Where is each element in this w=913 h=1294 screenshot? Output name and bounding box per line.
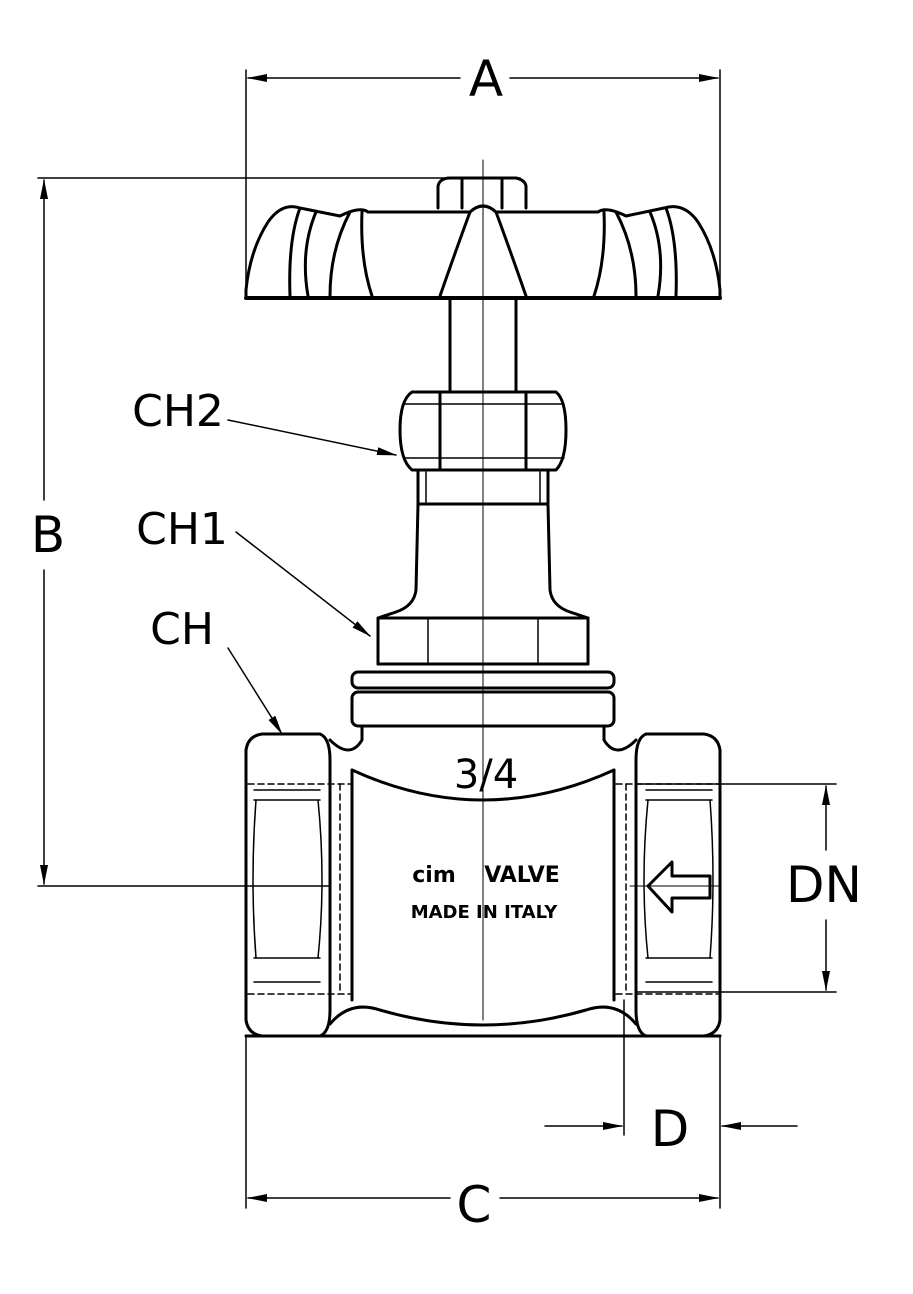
origin-mark: MADE IN ITALY [411, 902, 559, 923]
valve-body [244, 724, 722, 1038]
gland-nut-ch2 [398, 390, 568, 506]
callout-ch-label: CH [150, 604, 214, 655]
dimension-a-label: A [469, 50, 503, 108]
callout-leaders [227, 419, 397, 735]
dimension-dn-label: DN [786, 856, 862, 914]
bonnet-ch1 [350, 502, 616, 728]
dimension-d-label: D [651, 1100, 690, 1158]
handwheel [244, 176, 722, 300]
body-size-mark: 3/4 [454, 752, 518, 798]
callout-ch2-label: CH2 [132, 386, 224, 437]
callout-ch1-label: CH1 [136, 504, 228, 555]
brand-logo: cim [412, 863, 456, 888]
valve-stem [448, 298, 518, 394]
product-mark: VALVE [484, 863, 560, 888]
dimension-lines [37, 69, 837, 1209]
dimension-b-label: B [31, 506, 65, 564]
left-arrow-icon [646, 860, 712, 914]
dimension-c-label: C [457, 1176, 492, 1234]
